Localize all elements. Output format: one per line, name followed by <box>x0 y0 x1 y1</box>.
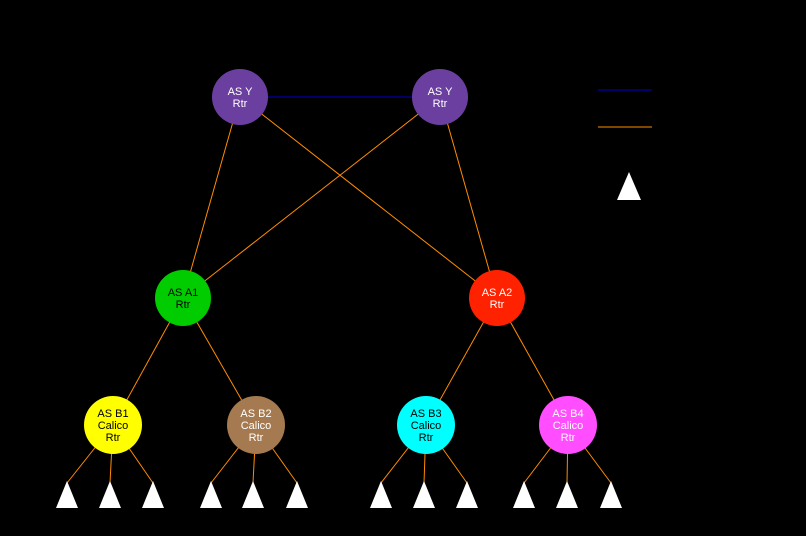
node-label-line: Rtr <box>419 432 434 444</box>
endpoint-triangle-11 <box>556 481 578 508</box>
node-as-b2-calico-rtr <box>227 396 285 454</box>
node-as-a2-rtr <box>469 270 525 326</box>
node-label-line: Calico <box>241 420 272 432</box>
link-ebgp-as-y-rtr-right-to-as-a2-rtr <box>439 96 498 299</box>
node-label-line: Calico <box>98 420 129 432</box>
node-label-line: Rtr <box>176 299 191 311</box>
endpoint-triangle-4 <box>200 481 222 508</box>
endpoint-triangle-9 <box>456 481 478 508</box>
endpoint-triangle-1 <box>56 481 78 508</box>
node-label-line: Calico <box>553 420 584 432</box>
legend-endpoint-triangle <box>617 172 641 200</box>
node-as-b3-calico-rtr <box>397 396 455 454</box>
endpoint-triangle-3 <box>142 481 164 508</box>
node-label-line: Rtr <box>490 299 505 311</box>
link-ebgp-as-y-rtr-right-to-as-a1-rtr <box>182 96 441 299</box>
node-label-line: AS Y <box>228 86 254 98</box>
node-label-line: Rtr <box>249 432 264 444</box>
node-label-line: AS A2 <box>482 287 513 299</box>
node-as-b4-calico-rtr <box>539 396 597 454</box>
endpoint-triangle-2 <box>99 481 121 508</box>
link-ebgp-as-y-rtr-left-to-as-a1-rtr <box>182 96 241 299</box>
endpoint-triangle-8 <box>413 481 435 508</box>
node-label-line: Rtr <box>233 98 248 110</box>
node-label-line: AS B2 <box>240 408 271 420</box>
node-label-line: AS A1 <box>168 287 199 299</box>
endpoint-triangle-5 <box>242 481 264 508</box>
endpoint-triangle-7 <box>370 481 392 508</box>
node-label-line: AS Y <box>428 86 454 98</box>
node-label-line: AS B4 <box>552 408 583 420</box>
node-label-line: Rtr <box>433 98 448 110</box>
node-label-line: AS B1 <box>97 408 128 420</box>
link-ebgp-as-y-rtr-left-to-as-a2-rtr <box>239 96 498 299</box>
node-as-b1-calico-rtr <box>84 396 142 454</box>
node-label-line: Calico <box>411 420 442 432</box>
node-label-line: AS B3 <box>410 408 441 420</box>
endpoint-triangle-10 <box>513 481 535 508</box>
node-as-y-rtr-left <box>212 69 268 125</box>
endpoint-triangle-6 <box>286 481 308 508</box>
node-label-line: Rtr <box>106 432 121 444</box>
node-as-y-rtr-right <box>412 69 468 125</box>
node-as-a1-rtr <box>155 270 211 326</box>
endpoint-triangle-12 <box>600 481 622 508</box>
node-label-line: Rtr <box>561 432 576 444</box>
